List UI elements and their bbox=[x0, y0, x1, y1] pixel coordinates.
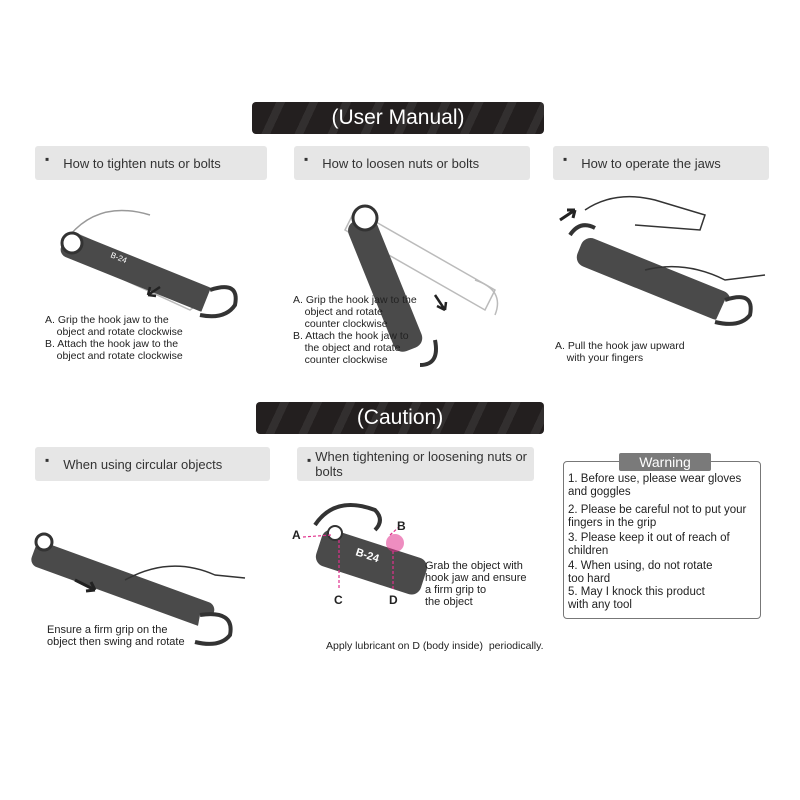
bullet-icon: ▪ bbox=[563, 152, 568, 166]
warning-item: 5. May I knock this product with any too… bbox=[568, 586, 705, 611]
panel-heading-text: When using circular objects bbox=[63, 456, 223, 472]
warning-item: 4. When using, do not rotate too hard bbox=[568, 560, 713, 585]
tighten-caption: A. Grip the hook jaw to the object and r… bbox=[45, 314, 183, 362]
panel-heading-nuts: ▪ When tightening or loosening nuts or b… bbox=[297, 447, 534, 481]
tighten-wrench-illustration: B-24 bbox=[60, 209, 238, 319]
warning-box bbox=[563, 461, 761, 619]
lubricant-note: Apply lubricant on D (body inside) perio… bbox=[326, 640, 544, 652]
operate-caption: A. Pull the hook jaw upward with your fi… bbox=[555, 340, 685, 364]
loosen-caption: A. Grip the hook jaw to the object and r… bbox=[293, 294, 417, 366]
panel-heading-text: How to loosen nuts or bolts bbox=[322, 155, 480, 171]
bullet-icon: ▪ bbox=[45, 453, 50, 467]
warning-item: 2. Please be careful not to put your fin… bbox=[568, 504, 747, 529]
warning-item: 1. Before use, please wear gloves and go… bbox=[568, 473, 742, 498]
label-c: C bbox=[334, 593, 343, 607]
panel-heading-text: How to tighten nuts or bolts bbox=[63, 155, 221, 171]
operate-jaws-illustration bbox=[559, 195, 766, 326]
circular-caption: Ensure a firm grip on the object then sw… bbox=[47, 624, 185, 648]
label-d: D bbox=[389, 593, 398, 607]
grip-caption: Grab the object with hook jaw and ensure… bbox=[425, 560, 527, 608]
caution-title: (Caution) bbox=[356, 406, 444, 429]
bullet-icon: ▪ bbox=[45, 152, 50, 166]
label-a: A bbox=[292, 528, 301, 542]
user-manual-banner: (User Manual) bbox=[252, 102, 544, 134]
panel-heading-tighten: ▪ How to tighten nuts or bolts bbox=[35, 146, 267, 180]
circular-object-illustration bbox=[31, 532, 246, 646]
warning-item: 3. Please keep it out of reach of childr… bbox=[568, 532, 730, 557]
loosen-wrench-illustration bbox=[344, 204, 499, 367]
bullet-icon: ▪ bbox=[307, 453, 312, 467]
panel-heading-text: When tightening or loosening nuts or bol… bbox=[315, 449, 528, 479]
user-manual-title: (User Manual) bbox=[331, 106, 465, 129]
caution-banner: (Caution) bbox=[256, 402, 544, 434]
panel-heading-text: How to operate the jaws bbox=[581, 155, 721, 171]
label-b: B bbox=[397, 519, 406, 533]
warning-title: Warning bbox=[619, 453, 711, 471]
panel-heading-loosen: ▪ How to loosen nuts or bolts bbox=[294, 146, 530, 180]
bullet-icon: ▪ bbox=[304, 152, 309, 166]
grip-diagram-illustration: B-24 bbox=[302, 503, 428, 595]
panel-heading-operate: ▪ How to operate the jaws bbox=[553, 146, 769, 180]
panel-heading-circular: ▪ When using circular objects bbox=[35, 447, 270, 481]
